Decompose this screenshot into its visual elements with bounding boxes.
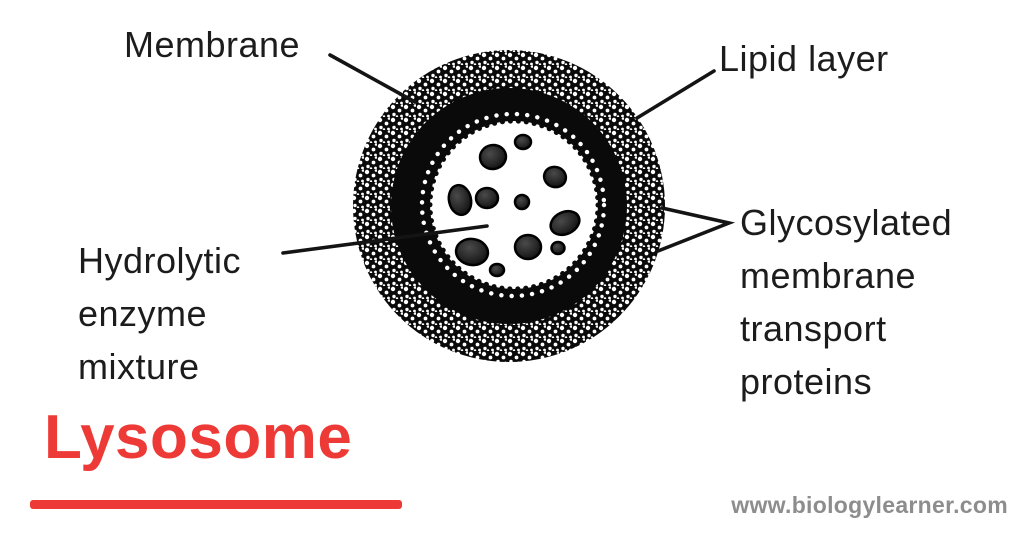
watermark-url: www.biologylearner.com (731, 492, 1008, 518)
label-line: proteins (740, 361, 873, 402)
label-membrane: Membrane (124, 24, 301, 65)
enzyme-granules (447, 133, 581, 278)
label-line: mixture (78, 346, 200, 387)
glycosylated-leader-lines (656, 206, 736, 253)
hydrolytic-leader-line (281, 224, 489, 255)
label-glycosylated-membrane-transport-proteins: Glycosylated membrane transport proteins (740, 196, 952, 408)
lipid-layer-leader-line (635, 69, 716, 120)
leader-lines (281, 53, 736, 255)
glycoprotein-bead-ring (419, 111, 607, 299)
label-line: membrane (740, 255, 917, 296)
label-hydrolytic-enzyme-mixture: Hydrolytic enzyme mixture (78, 234, 241, 393)
label-line: transport (740, 308, 887, 349)
membrane-leader-line (328, 53, 417, 104)
label-line: Glycosylated (740, 202, 953, 243)
label-line: enzyme (78, 293, 208, 334)
title-underline (30, 500, 402, 509)
label-line: Hydrolytic (78, 240, 242, 281)
label-lipid-layer: Lipid layer (719, 38, 889, 79)
figure-title: Lysosome (44, 403, 353, 472)
